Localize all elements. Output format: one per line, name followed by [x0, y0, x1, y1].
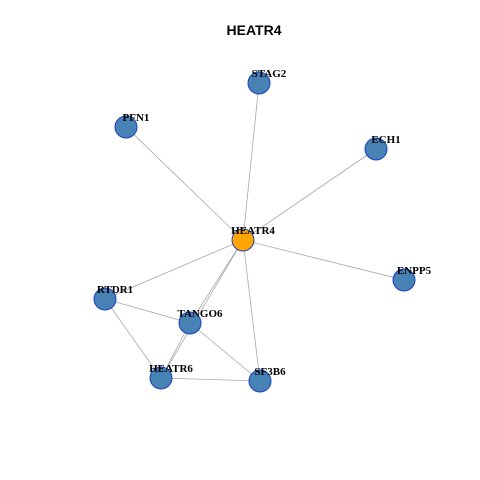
- edge-heatr6-sf3b6: [160, 377, 261, 382]
- node-label-sf3b6: SF3B6: [254, 366, 286, 378]
- node-rtdr1: [93, 287, 117, 311]
- node-label-stag2: STAG2: [252, 68, 287, 80]
- edge-heatr4-heatr6: [160, 239, 244, 379]
- edge-heatr4-tango6: [189, 239, 244, 324]
- edge-rtdr1-heatr6: [104, 298, 162, 379]
- node-label-pfn1: PFN1: [123, 112, 150, 124]
- node-heatr6: [149, 366, 173, 390]
- node-label-ech1: ECH1: [371, 134, 400, 146]
- edge-heatr4-rtdr1: [104, 239, 244, 300]
- node-heatr4: [231, 228, 255, 252]
- node-ech1: [364, 137, 388, 161]
- edge-rtdr1-tango6: [104, 298, 191, 324]
- labels-layer: HEATR4 STAG2PFN1ECH1ENPP5RTDR1TANGO6HEATR…: [97, 68, 432, 378]
- node-pfn1: [114, 115, 138, 139]
- nodes-layer: [93, 71, 416, 393]
- node-label-heatr4: HEATR4: [231, 225, 275, 237]
- node-label-rtdr1: RTDR1: [97, 284, 133, 296]
- edge-heatr4-enpp5: [242, 239, 405, 281]
- node-stag2: [247, 71, 271, 95]
- node-label-enpp5: ENPP5: [397, 265, 432, 277]
- graph-title: HEATR4: [227, 22, 282, 38]
- edge-tango6-sf3b6: [189, 322, 261, 382]
- node-enpp5: [392, 268, 416, 292]
- node-sf3b6: [248, 369, 272, 393]
- edge-heatr4-sf3b6: [242, 239, 261, 382]
- edge-heatr4-stag2: [242, 82, 260, 241]
- node-label-heatr6: HEATR6: [149, 363, 193, 375]
- edge-heatr4-ech1: [242, 148, 377, 241]
- edge-heatr4-pfn1: [125, 126, 244, 241]
- node-tango6: [178, 311, 202, 335]
- node-label-tango6: TANGO6: [177, 308, 223, 320]
